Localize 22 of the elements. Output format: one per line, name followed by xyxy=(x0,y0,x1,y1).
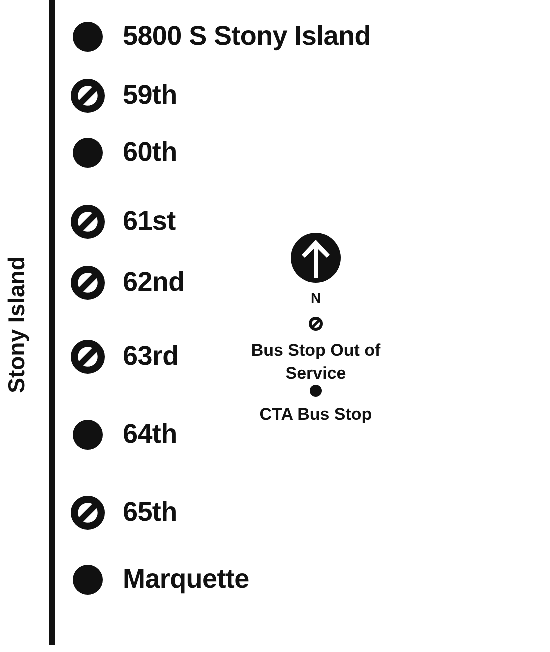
north-label: N xyxy=(310,290,322,306)
bus-stop-dot xyxy=(73,22,103,52)
stop-name: 64th xyxy=(123,421,178,448)
out-of-service-symbol xyxy=(71,79,105,113)
stop-name: 63rd xyxy=(123,343,179,370)
stop-name: 61st xyxy=(123,208,176,235)
street-name: Stony Island xyxy=(4,256,30,394)
out-of-service-symbol xyxy=(71,340,105,374)
legend-text: Bus Stop Out of Service xyxy=(250,340,382,385)
legend-text: CTA Bus Stop xyxy=(258,404,374,426)
bus-stop-dot xyxy=(73,565,103,595)
stop-name: 5800 S Stony Island xyxy=(123,23,371,50)
stop-name: 65th xyxy=(123,499,178,526)
stop-name: 62nd xyxy=(123,269,185,296)
out-of-service-symbol xyxy=(71,205,105,239)
stop-name: 59th xyxy=(123,82,178,109)
out-of-service-symbol xyxy=(71,266,105,300)
stop-name: Marquette xyxy=(123,566,250,593)
stop-name: 60th xyxy=(123,139,178,166)
bus-stop-dot xyxy=(73,420,103,450)
out-of-service-symbol xyxy=(71,496,105,530)
bus-stop-dot xyxy=(73,138,103,168)
